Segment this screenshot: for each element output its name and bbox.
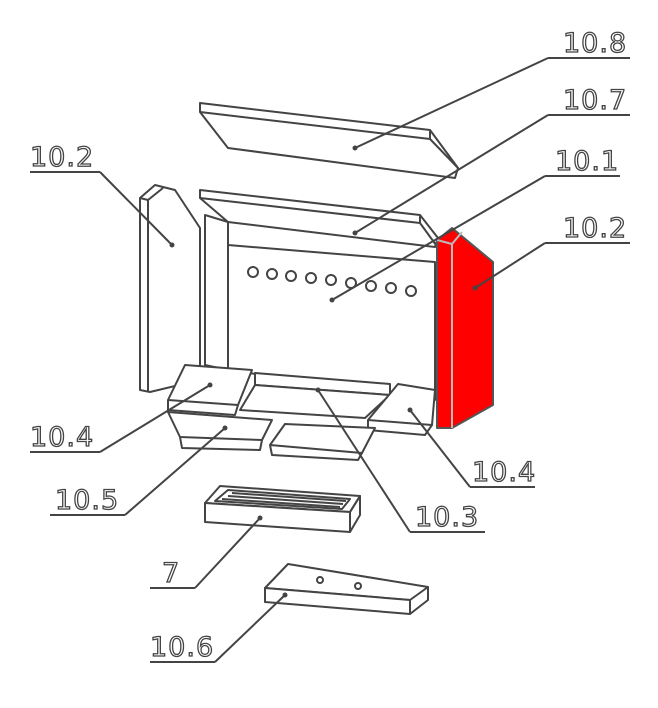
label-10-4-right: 10.4 [472,457,536,488]
label-10-3: 10.3 [415,502,479,533]
label-10-7: 10.7 [563,85,627,116]
label-10-2-left: 10.2 [30,142,94,173]
part-10-4-left [167,364,253,416]
label-10-1: 10.1 [555,146,619,177]
label-10-2-right: 10.2 [563,213,627,244]
part-7-ash-pan [204,485,361,533]
part-10-6 [264,563,429,615]
part-10-4-right [367,383,436,436]
air-holes [247,266,417,297]
part-10-5 [167,411,376,461]
label-10-6: 10.6 [150,632,214,663]
label-10-5: 10.5 [55,485,119,516]
label-10-4-left: 10.4 [30,422,94,453]
leader-lines [30,57,630,663]
part-10-8 [199,102,459,179]
label-10-8: 10.8 [563,28,627,59]
part-10-1 [204,214,436,401]
part-10-2-right-highlighted [436,227,494,429]
label-7: 7 [162,558,180,589]
part-10-7 [199,189,439,248]
part-10-2-left [139,184,201,393]
